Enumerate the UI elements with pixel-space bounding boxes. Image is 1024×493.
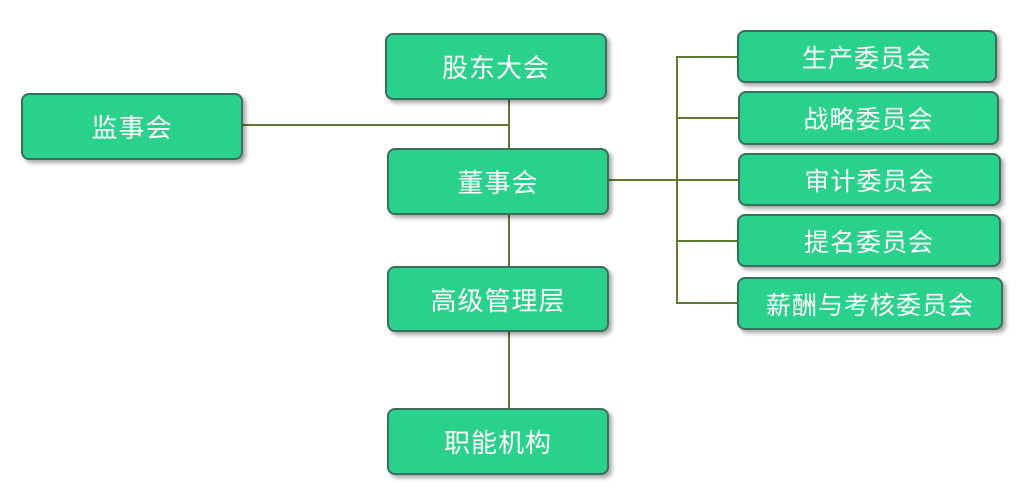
node-board-of-directors: 董事会: [387, 148, 609, 215]
node-committee-production: 生产委员会: [737, 30, 997, 83]
node-shareholders-meeting: 股东大会: [385, 33, 607, 100]
connector-committee-2: [676, 117, 739, 119]
node-committee-nomination: 提名委员会: [737, 214, 1001, 267]
node-committee-audit: 审计委员会: [738, 153, 1001, 206]
connector-committee-5: [676, 302, 738, 304]
node-committee-strategy: 战略委员会: [738, 91, 999, 145]
connector-committee-1: [676, 56, 738, 58]
node-senior-management: 高级管理层: [387, 266, 609, 332]
connector-committee-4: [676, 240, 738, 242]
node-functional-departments: 职能机构: [387, 408, 609, 475]
connector-supervisory: [242, 124, 510, 126]
node-committee-compensation: 薪酬与考核委员会: [737, 277, 1003, 330]
connector-board-management: [508, 213, 510, 268]
connector-committee-3: [676, 179, 739, 181]
node-supervisory-board: 监事会: [21, 93, 243, 160]
connector-board-committees: [608, 179, 678, 181]
connector-management-functions: [508, 330, 510, 410]
